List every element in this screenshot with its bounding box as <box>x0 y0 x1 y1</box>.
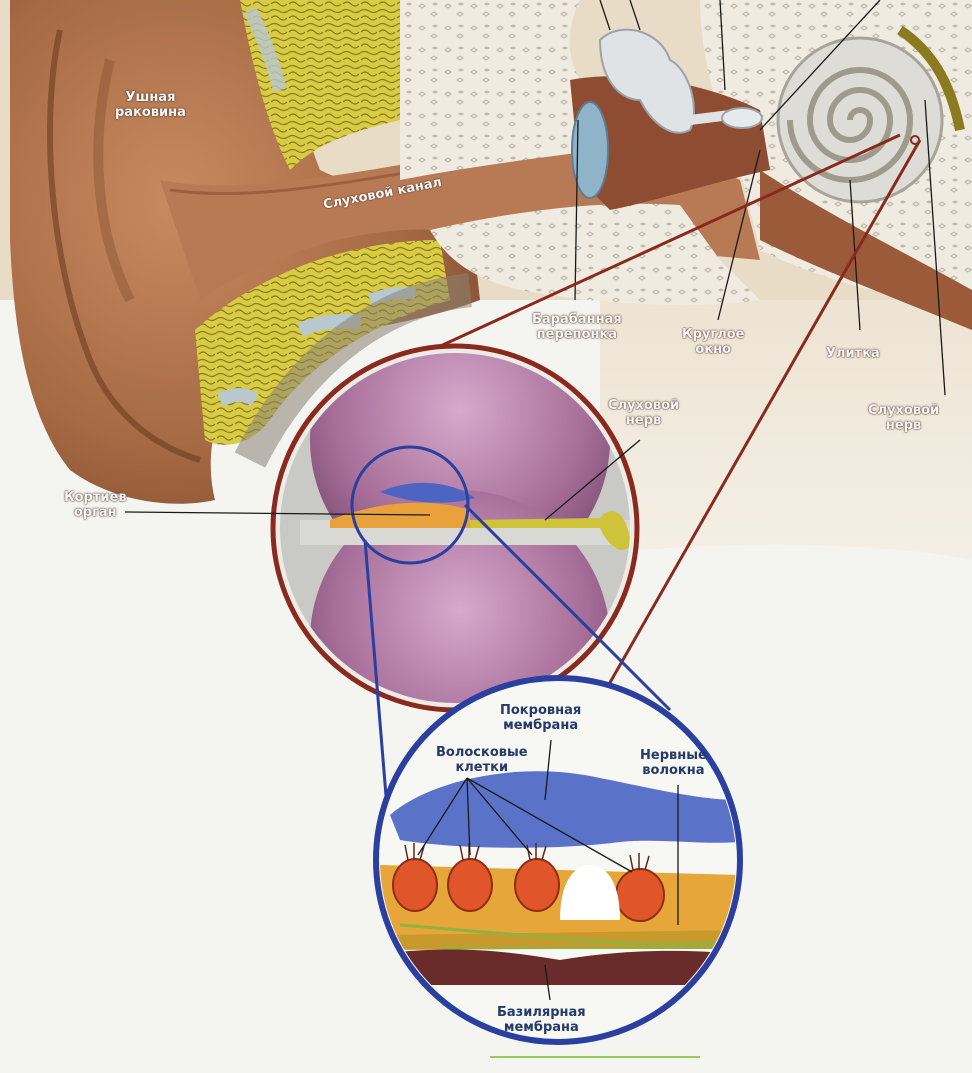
label-round-window: Круглое окно <box>682 327 744 357</box>
label-hair-cells: Волосковые клетки <box>436 745 528 775</box>
label-auditory-nerve-outer: Слуховой нерв <box>868 403 939 433</box>
label-cochlea: Улитка <box>826 346 880 361</box>
label-basilar-membrane: Базилярная мембрана <box>497 1005 586 1035</box>
label-eardrum: Барабанная перепонка <box>532 312 622 342</box>
label-auditory-nerve-middle: Слуховой нерв <box>608 398 679 428</box>
temporal-bone <box>400 0 600 180</box>
label-tectorial-membrane: Покровная мембрана <box>500 703 581 733</box>
label-nerve-fibers: Нервные волокна <box>640 748 707 778</box>
label-auricle: Ушная раковина <box>115 90 186 120</box>
label-organ-of-corti: Кортиев орган <box>64 490 127 520</box>
